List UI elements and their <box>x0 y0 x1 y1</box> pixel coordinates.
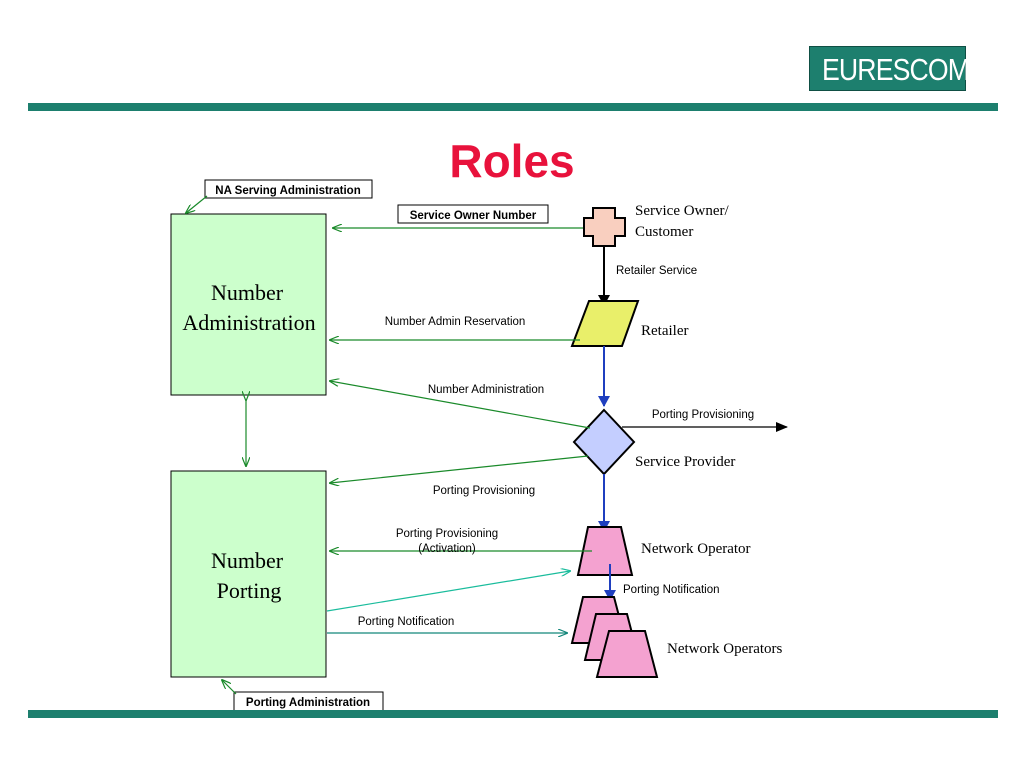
number-admin-reservation-label: Number Admin Reservation <box>385 316 526 328</box>
service-owner-label-1: Service Owner/ <box>635 203 730 219</box>
number-administration-flow-label: Number Administration <box>428 384 544 396</box>
porting-provisioning-out-label: Porting Provisioning <box>652 409 754 421</box>
network-operators-shape-3 <box>595 630 659 678</box>
network-operator-shape <box>576 526 634 576</box>
service-provider-shape <box>572 408 636 476</box>
retailer-label: Retailer <box>641 323 688 339</box>
number-administration-label-2: Administration <box>182 310 315 335</box>
porting-provisioning-arrow <box>330 455 589 483</box>
page-title: Roles <box>449 135 575 187</box>
service-owner-number-callout <box>397 204 549 224</box>
na-serving-administration-callout <box>204 179 373 199</box>
service-owner-shape <box>583 207 626 247</box>
porting-notification-label: Porting Notification <box>358 616 455 628</box>
service-owner-number-text: Service Owner Number <box>410 210 537 222</box>
logo-text: EURESCOM <box>821 52 970 87</box>
network-operators-label: Network Operators <box>667 641 783 657</box>
header-bar <box>28 103 998 111</box>
retailer-service-label: Retailer Service <box>616 265 697 277</box>
number-administration-flow-arrow <box>330 381 591 429</box>
porting-provisioning-label: Porting Provisioning <box>433 485 535 497</box>
number-administration-label-1: Number <box>211 280 284 305</box>
footer-bar <box>28 710 998 718</box>
porting-administration-text: Porting Administration <box>246 697 370 709</box>
number-porting-box <box>170 470 327 678</box>
number-administration-box <box>170 213 327 396</box>
porting-provisioning-activation-label-2: (Activation) <box>418 543 476 555</box>
number-porting-label-1: Number <box>211 548 284 573</box>
porting-to-operator-arrow <box>326 571 570 612</box>
eurescom-logo: EURESCOM <box>809 46 970 91</box>
porting-administration-pointer-arrow <box>222 680 237 695</box>
na-serving-pointer-arrow <box>186 195 208 213</box>
porting-provisioning-activation-label-1: Porting Provisioning <box>396 528 498 540</box>
retailer-shape <box>570 300 640 347</box>
na-serving-administration-text: NA Serving Administration <box>215 185 360 197</box>
network-operator-label: Network Operator <box>641 541 751 557</box>
service-provider-label: Service Provider <box>635 454 735 470</box>
number-porting-label-2: Porting <box>217 578 282 603</box>
porting-notification-operator-label: Porting Notification <box>623 584 720 596</box>
service-owner-label-2: Customer <box>635 224 693 240</box>
